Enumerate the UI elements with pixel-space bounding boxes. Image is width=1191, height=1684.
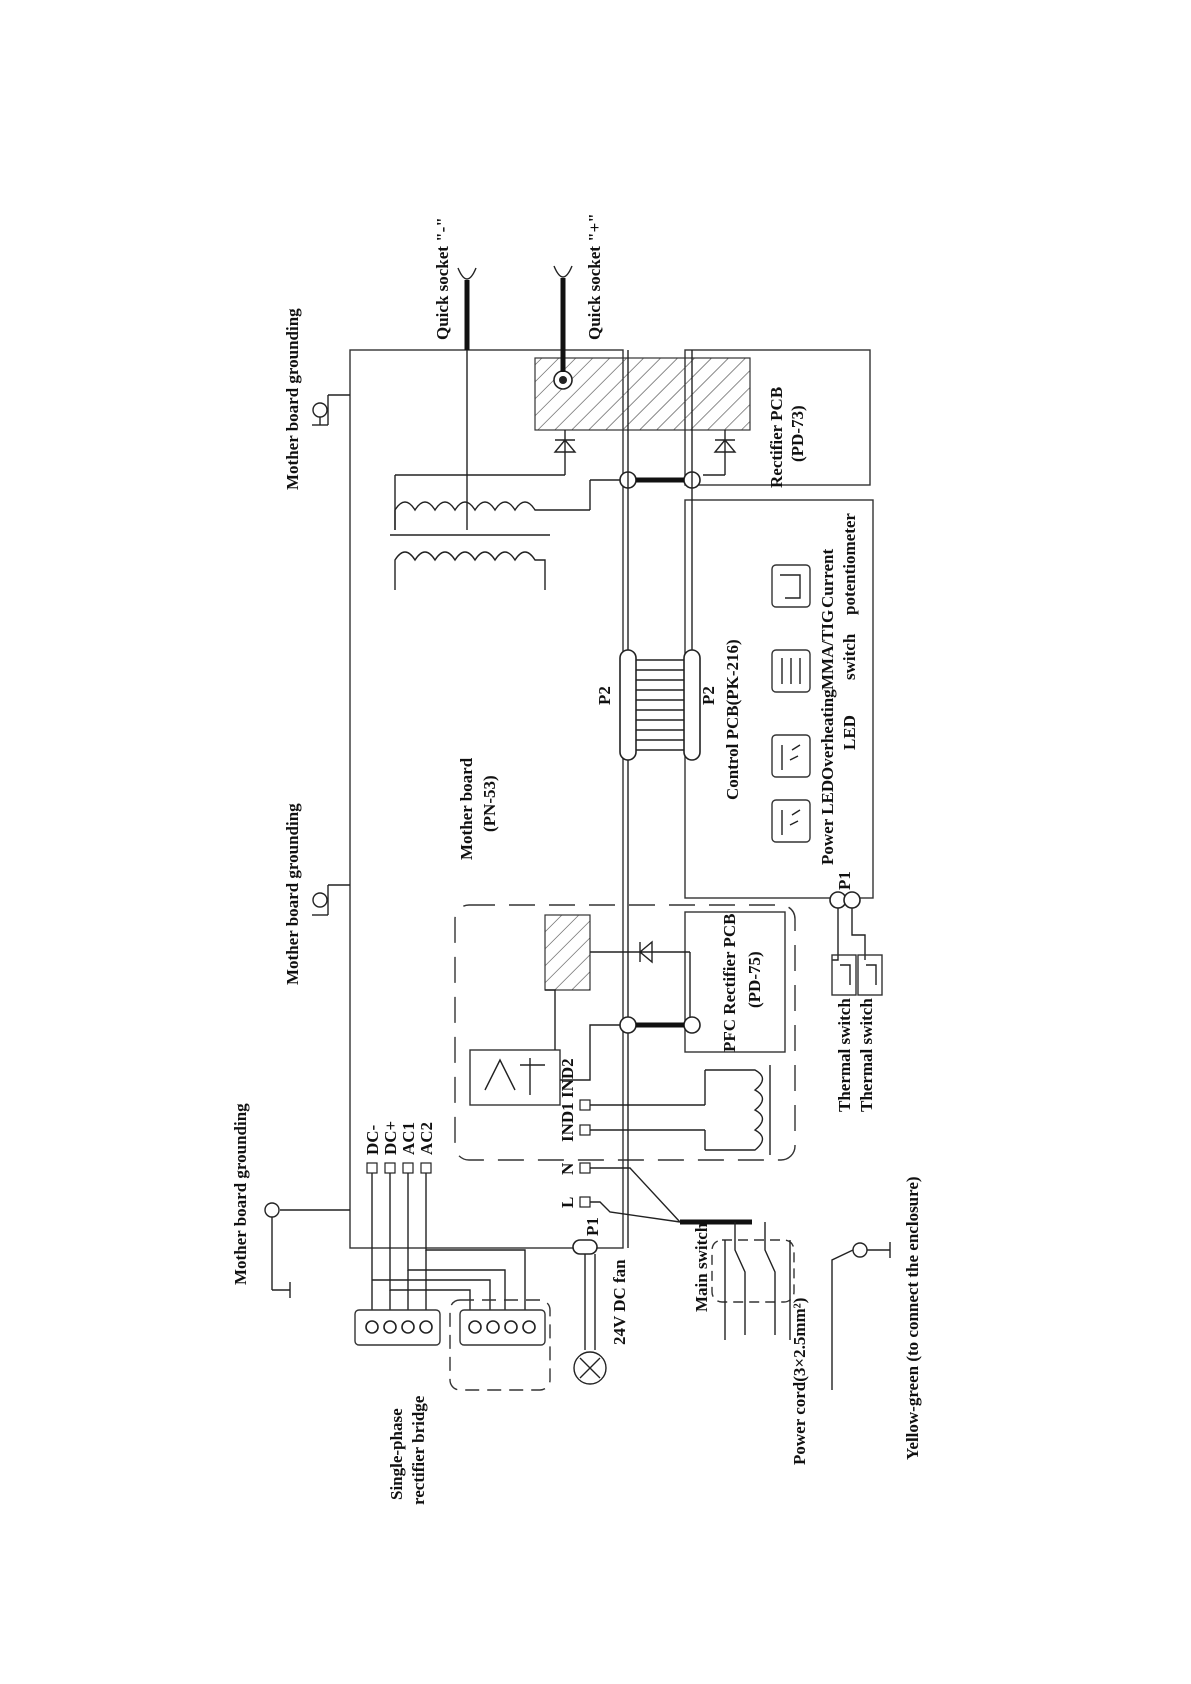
label-ac2: AC2 (417, 1122, 436, 1155)
diode-1-icon (553, 430, 577, 475)
label-fan: 24V DC fan (610, 1259, 629, 1345)
label-p2-bottom: P2 (699, 686, 718, 705)
label-mma-tig-2: switch (840, 633, 859, 680)
pfc-diode-icon (590, 940, 690, 964)
pfc-dashed-region (454, 904, 796, 1161)
label-rectifier-pcb: Rectifier PCB (767, 387, 786, 488)
label-pfc-rectifier: PFC Rectifier PCB (720, 914, 739, 1052)
thermal-switch-2-icon (857, 954, 883, 996)
ind1-terminal (579, 1124, 591, 1136)
label-thermal-switch-1: Thermal switch (835, 998, 854, 1112)
label-bridge-1: Single-phase (387, 1408, 406, 1500)
transformer-secondary-icon (394, 551, 546, 590)
label-p1-fan: P1 (583, 1217, 602, 1236)
label-power-cord: Power cord(3×2.5mm²) (790, 1298, 809, 1465)
label-power-led: Power LED (818, 780, 837, 865)
label-current-pot: Current (818, 548, 837, 608)
pfc-inductor-icon (705, 1069, 764, 1151)
label-ac1: AC1 (399, 1122, 418, 1155)
label-main-switch: Main switch (692, 1222, 711, 1312)
label-yellow-green: Yellow-green (to connect the enclosure) (903, 1176, 922, 1460)
label-mb-grounding-2: Mother board grounding (283, 803, 302, 985)
label-current-pot-2: potentiometer (840, 513, 859, 615)
label-rectifier-pcb-code: (PD-73) (788, 405, 807, 462)
label-ind2: IND2 (558, 1058, 577, 1098)
rectifier-bridge-2-dashed (449, 1299, 551, 1391)
label-mb-grounding-3: Mother board grounding (231, 1103, 250, 1285)
igbt-icon (469, 1049, 561, 1106)
label-dc-minus: DC- (363, 1124, 382, 1155)
pfc-heatsink (544, 914, 591, 991)
socket-pos-icon (553, 265, 573, 278)
label-bridge-2: rectifier bridge (409, 1395, 428, 1505)
ac2-terminal (420, 1162, 432, 1174)
l-terminal (579, 1196, 591, 1208)
label-overheating-2: LED (840, 715, 859, 750)
bridge-terminals (365, 1320, 536, 1334)
transformer-primary-icon (394, 501, 545, 530)
label-pfc-rectifier-code: (PD-75) (745, 951, 764, 1008)
label-p1-ctrl: P1 (835, 871, 854, 890)
ground-symbol-2 (312, 884, 350, 916)
ground-symbol-1 (312, 394, 350, 426)
label-quick-socket-pos: Quick socket "+" (585, 213, 604, 340)
n-terminal (579, 1162, 591, 1174)
label-mother-board-code: (PN-53) (480, 775, 499, 832)
fan-icon (573, 1351, 607, 1385)
socket-neg-icon (457, 267, 477, 280)
label-overheating: Overheating (818, 689, 837, 780)
thermal-switch-1-icon (831, 954, 857, 996)
diode-2-icon (713, 430, 737, 475)
dc-plus-terminal (384, 1162, 396, 1174)
label-n: N (558, 1162, 577, 1175)
label-quick-socket-neg: Quick socket "-" (433, 217, 452, 340)
label-dc-plus: DC+ (381, 1121, 400, 1155)
label-control-pcb: Control PCB(PK-216) (723, 639, 742, 800)
label-l: L (558, 1197, 577, 1208)
fan-p1-connector (572, 1239, 598, 1255)
label-ind1: IND1 (558, 1102, 577, 1142)
main-switch-icon (711, 1239, 795, 1303)
current-pot-icon (771, 564, 811, 608)
label-mb-grounding-1: Mother board grounding (283, 308, 302, 490)
pfc-rectifier-box (684, 911, 786, 1053)
pfc-connector-b-icon (683, 1016, 701, 1034)
p2-ribbon (636, 659, 684, 751)
label-mother-board: Mother board (457, 757, 476, 860)
ac1-terminal (402, 1162, 414, 1174)
dc-minus-terminal (366, 1162, 378, 1174)
label-thermal-switch-2: Thermal switch (857, 998, 876, 1112)
rectifier-bridge-1 (354, 1309, 441, 1346)
overheating-led-icon (771, 734, 811, 778)
output-heatsink (534, 357, 751, 431)
p2-bottom-connector (683, 649, 701, 761)
label-mma-tig: MMA/TIG (818, 610, 837, 690)
rectifier-bridge-2 (459, 1309, 546, 1346)
pfc-connector-a-icon (619, 1016, 637, 1034)
p2-top-connector (619, 649, 637, 761)
ground-symbol-3 (264, 1202, 350, 1298)
mma-tig-switch-icon (771, 649, 811, 693)
ind2-terminal (579, 1099, 591, 1111)
ground-symbol-yg (831, 1242, 891, 1390)
power-led-icon (771, 799, 811, 843)
mother-board-outline (349, 349, 624, 1249)
label-p2-top: P2 (595, 686, 614, 705)
